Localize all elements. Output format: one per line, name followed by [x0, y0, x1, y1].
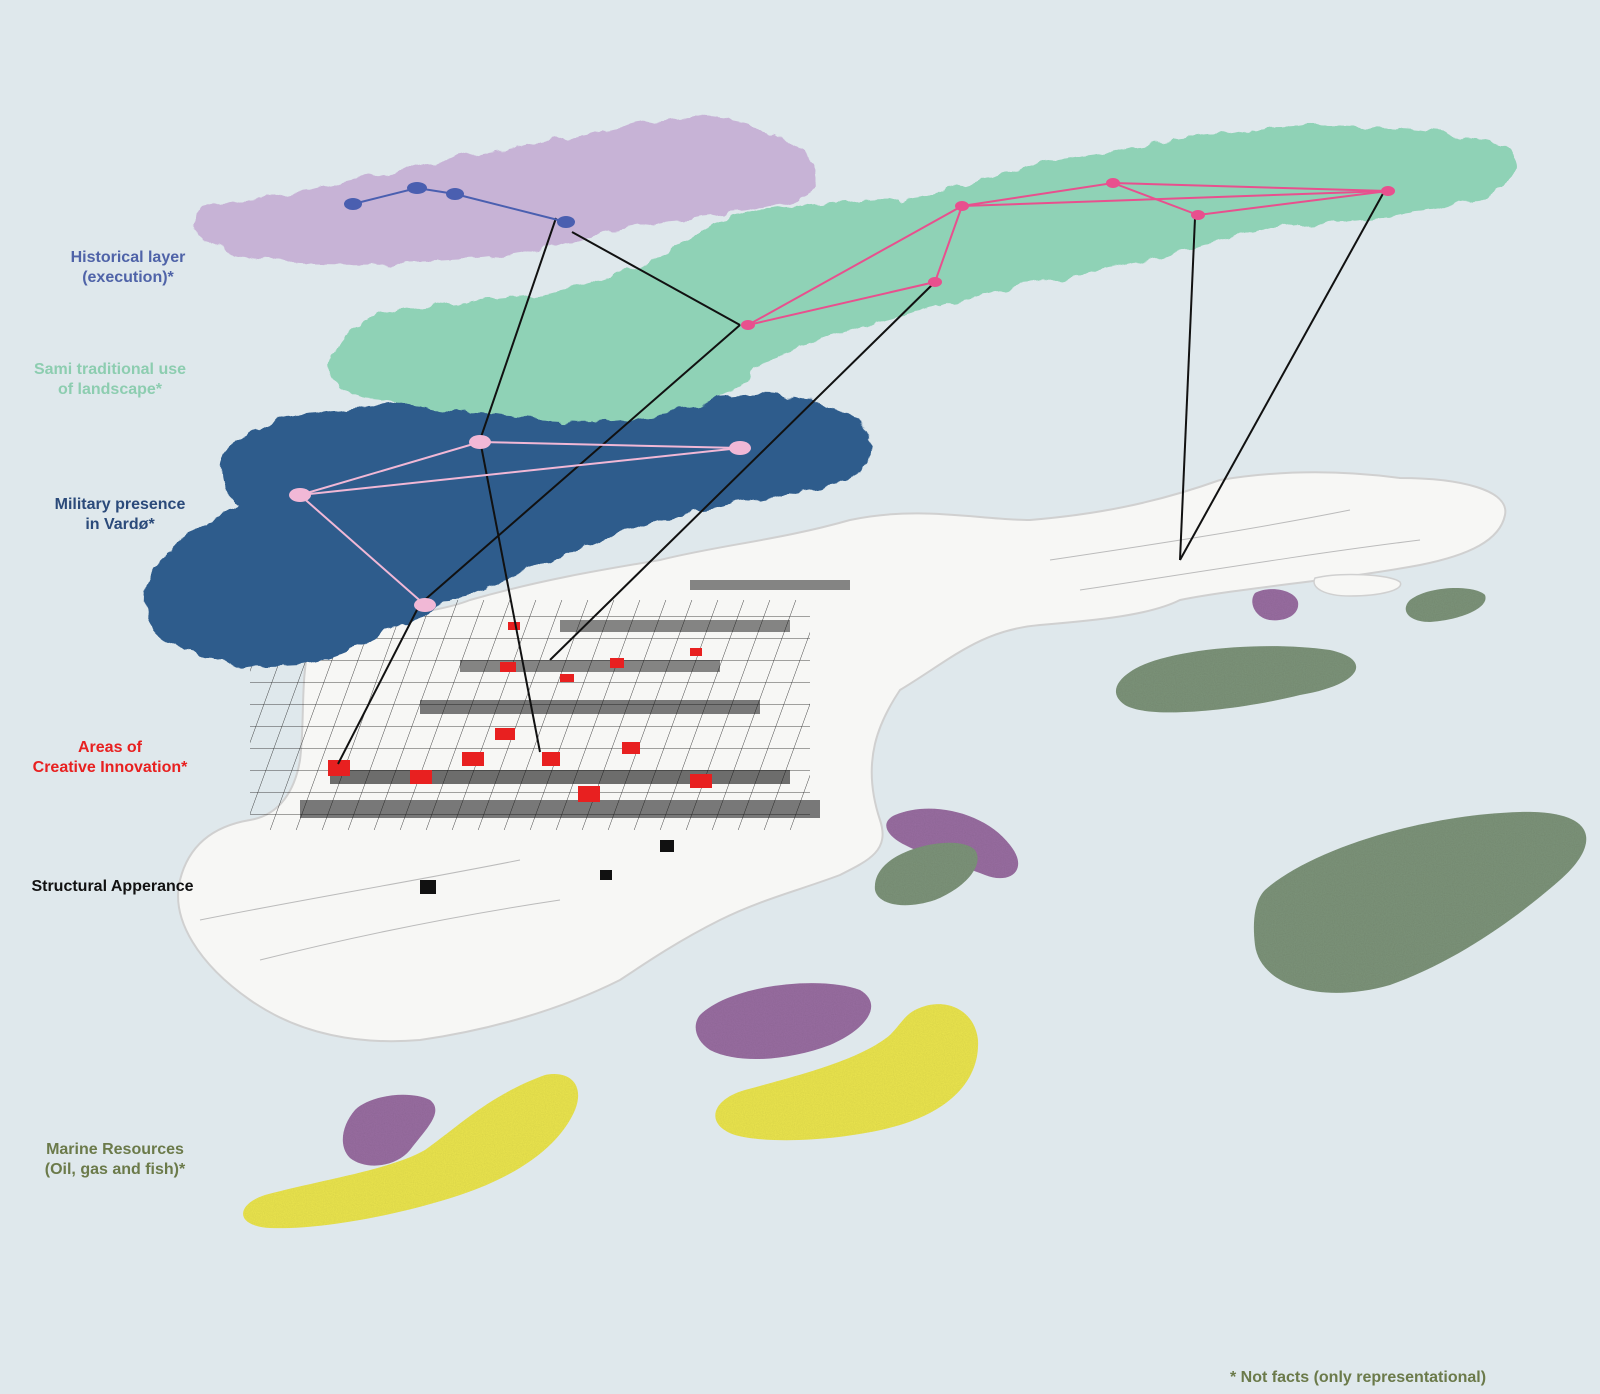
creative-layer-label: Areas of Creative Innovation* — [10, 738, 210, 778]
marine-blob-green — [1253, 811, 1587, 993]
sami-node — [955, 201, 969, 211]
sami-node — [1191, 210, 1205, 220]
structural-appearance-layer — [177, 471, 1507, 1043]
innovation-area — [690, 648, 702, 656]
marine-layer-label: Marine Resources (Oil, gas and fish)* — [20, 1140, 210, 1180]
military-presence-layer — [144, 393, 873, 666]
footnote: * Not facts (only representational) — [1230, 1369, 1487, 1386]
military-node — [289, 488, 311, 502]
military-node — [414, 598, 436, 612]
sami-node — [1381, 186, 1395, 196]
sami-node — [1106, 178, 1120, 188]
sami-layer-label: Sami traditional use of landscape* — [10, 360, 210, 400]
historical-node — [446, 188, 464, 200]
structural-layer-label: Structural Apperance — [10, 877, 215, 897]
military-node — [469, 435, 491, 449]
marine-blob-yellow — [715, 1004, 979, 1141]
sami-landscape-layer — [327, 125, 1516, 422]
military-nodes — [289, 435, 751, 612]
military-layer-label: Military presence in Vardø* — [20, 495, 220, 535]
sami-node — [741, 320, 755, 330]
innovation-area — [578, 786, 600, 802]
marine-blob-purple — [342, 1094, 436, 1166]
label-line: Military presence — [54, 496, 186, 513]
marine-blob-purple — [1252, 589, 1299, 621]
label-line: Creative Innovation* — [32, 759, 188, 776]
innovation-area — [610, 658, 624, 668]
military-landmass — [144, 393, 873, 666]
innovation-area — [542, 752, 560, 766]
marine-resource-layer — [243, 588, 1587, 1229]
historical-node — [557, 216, 575, 228]
marine-blob-purple — [695, 983, 872, 1060]
creative-innovation-layer — [328, 622, 712, 802]
historical-node — [344, 198, 362, 210]
innovation-area — [508, 622, 520, 630]
sami-nodes — [741, 178, 1395, 330]
historical-layer — [191, 117, 817, 264]
label-line: Historical layer — [70, 249, 186, 266]
sami-node — [928, 277, 942, 287]
historical-landmass — [191, 117, 817, 264]
marine-blob-green — [1405, 588, 1486, 622]
marine-blob-green — [1115, 646, 1357, 713]
label-line: Areas of — [77, 739, 143, 756]
label-line: Marine Resources — [46, 1141, 184, 1158]
innovation-area — [462, 752, 484, 766]
historical-network — [344, 182, 575, 228]
innovation-area — [622, 742, 640, 754]
historical-node — [407, 182, 427, 194]
innovation-area — [690, 774, 712, 788]
sami-landmass — [327, 125, 1516, 422]
innovation-area — [500, 662, 516, 672]
innovation-area — [560, 674, 574, 682]
military-node — [729, 441, 751, 455]
innovation-area — [495, 728, 515, 740]
innovation-area — [328, 760, 350, 776]
label-line: (execution)* — [82, 269, 174, 286]
small-island — [1313, 573, 1402, 597]
label-line: Sami traditional use — [33, 361, 187, 378]
label-line: of landscape* — [57, 381, 163, 398]
marine-blob-yellow — [243, 1074, 579, 1229]
island-detail-line — [199, 509, 1421, 961]
label-line: Structural Apperance — [31, 878, 194, 895]
label-line: (Oil, gas and fish)* — [44, 1161, 186, 1178]
innovation-area — [410, 770, 432, 784]
marine-blob-green — [874, 842, 978, 906]
label-line: in Vardø* — [85, 516, 155, 533]
historical-layer-label: Historical layer (execution)* — [28, 248, 228, 288]
